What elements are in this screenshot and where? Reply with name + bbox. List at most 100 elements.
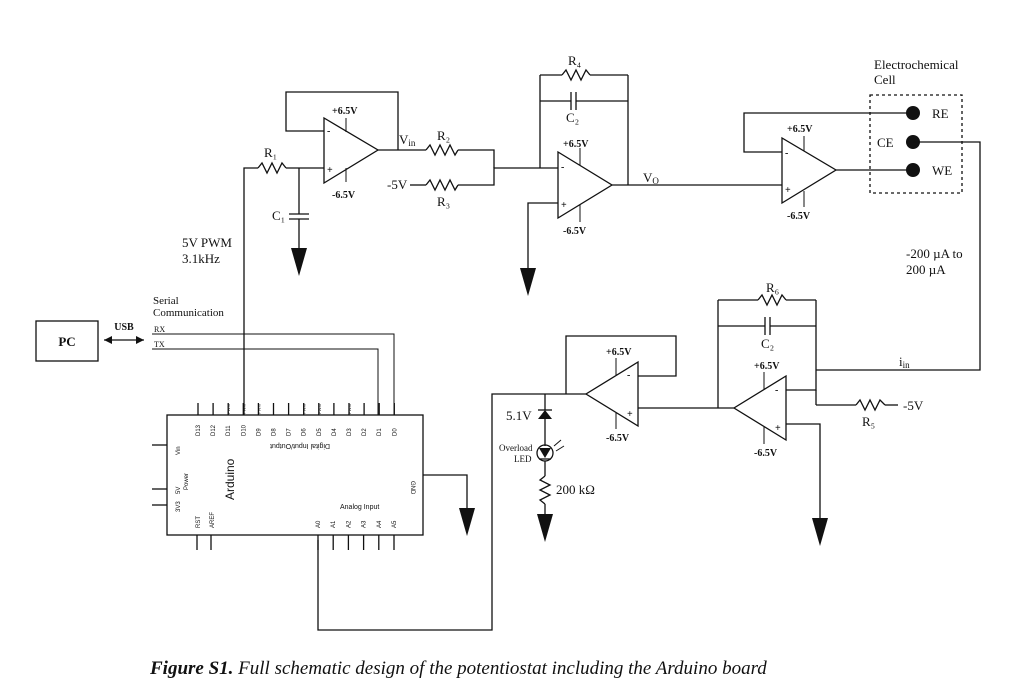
serial-line-2: Communication bbox=[153, 307, 224, 319]
r5-label: R₅ bbox=[862, 414, 875, 429]
analog-pin-label: A4 bbox=[377, 520, 383, 528]
r1-resistor: R₁ bbox=[257, 145, 287, 175]
svg-text:+: + bbox=[327, 165, 333, 176]
opamp-4: - + +6.5V -6.5V bbox=[584, 347, 639, 444]
figure-caption: Figure S1. Full schematic design of the … bbox=[149, 658, 767, 679]
iin-label: iin bbox=[899, 354, 910, 370]
cell-title-2: Cell bbox=[874, 72, 896, 87]
analog-header: Analog Input bbox=[340, 504, 379, 511]
opamp-3: - + +6.5V -6.5V bbox=[781, 124, 838, 222]
tx-wire bbox=[152, 348, 379, 415]
r2-label: R₂ bbox=[437, 128, 450, 143]
zener-label: 5.1V bbox=[506, 408, 532, 423]
svg-text:-6.5V: -6.5V bbox=[754, 448, 778, 459]
analog-pin-label: A1 bbox=[331, 520, 337, 528]
gnd-label: GND bbox=[409, 481, 415, 495]
vo-label: VO bbox=[643, 170, 659, 186]
digital-header: Digital Input/Output bbox=[270, 442, 330, 449]
c2-capacitor-bottom: C₂ bbox=[718, 317, 816, 351]
serial-line-1: Serial bbox=[153, 295, 179, 307]
arduino-name: Arduino bbox=[223, 458, 237, 500]
we-label: WE bbox=[932, 163, 952, 178]
electrochemical-cell: Electrochemical Cell RE CE WE bbox=[869, 57, 963, 194]
digital-pin-label: D12 bbox=[211, 424, 217, 436]
caption-label: Figure S1. bbox=[149, 658, 233, 679]
re-label: RE bbox=[932, 106, 949, 121]
c2-capacitor-top: C₂ bbox=[540, 92, 628, 125]
ce-label: CE bbox=[877, 135, 894, 150]
svg-text:+: + bbox=[561, 200, 567, 211]
digital-pin-label: D10 bbox=[241, 424, 247, 436]
digital-pin-label: D8 bbox=[272, 428, 278, 436]
pwm-mark: PWM bbox=[317, 404, 322, 414]
r4-label: R₄ bbox=[568, 53, 582, 68]
pwm-label-2: 3.1kHz bbox=[182, 251, 220, 266]
analog-pin-label: A2 bbox=[346, 520, 352, 528]
digital-pin-label: D13 bbox=[196, 424, 202, 436]
svg-text:-6.5V: -6.5V bbox=[787, 211, 811, 222]
led-label-1: Overload bbox=[499, 443, 533, 453]
digital-pin-label: D2 bbox=[362, 428, 368, 436]
pwm-mark: PWM bbox=[302, 404, 307, 414]
serial-label: Serial Communication bbox=[153, 295, 224, 319]
pwm-mark: PWM bbox=[347, 404, 352, 414]
arduino-board: Arduino Digital Input/Output Analog Inpu… bbox=[152, 403, 475, 550]
neg5v-label-top: -5V bbox=[387, 177, 408, 192]
digital-pin-label: D6 bbox=[302, 428, 308, 436]
r6-resistor: R₆ bbox=[718, 280, 816, 307]
digital-pin-label: D9 bbox=[256, 428, 262, 436]
rx-label: RX bbox=[154, 325, 165, 334]
c1-label: C₁ bbox=[272, 208, 285, 223]
c2-label-bottom: C₂ bbox=[761, 336, 774, 351]
usb-link: USB bbox=[104, 322, 144, 344]
pwm-mark: PWM bbox=[241, 404, 246, 414]
pwm-wire bbox=[243, 167, 258, 415]
svg-text:-: - bbox=[327, 126, 330, 137]
digital-pin-label: D11 bbox=[226, 425, 232, 436]
svg-text:-: - bbox=[785, 148, 788, 159]
analog-pin-label: A0 bbox=[316, 520, 322, 528]
r200k-resistor: 200 kΩ bbox=[538, 475, 595, 505]
c2-label-top: C₂ bbox=[566, 110, 579, 125]
r200k-label: 200 kΩ bbox=[556, 482, 595, 497]
svg-text:+6.5V: +6.5V bbox=[754, 361, 780, 372]
r3-resistor: R₃ bbox=[410, 178, 459, 209]
pwm-mark: PWM bbox=[226, 404, 231, 414]
re-electrode bbox=[906, 106, 920, 120]
svg-text:-: - bbox=[627, 370, 630, 381]
r1-label: R₁ bbox=[264, 145, 277, 160]
pc-label: PC bbox=[58, 334, 75, 349]
digital-pin-label: D5 bbox=[317, 428, 323, 436]
r3-label: R₃ bbox=[437, 194, 450, 209]
svg-text:-: - bbox=[775, 385, 778, 396]
svg-text:+6.5V: +6.5V bbox=[787, 124, 813, 135]
digital-pin-label: D3 bbox=[347, 428, 353, 436]
svg-text:3V3: 3V3 bbox=[176, 501, 182, 512]
svg-text:-6.5V: -6.5V bbox=[332, 190, 356, 201]
digital-pin-label: D0 bbox=[392, 428, 398, 436]
svg-text:AREF: AREF bbox=[210, 512, 216, 528]
opamp-5: - + +6.5V -6.5V bbox=[732, 361, 787, 459]
overload-branch: 5.1V Overload LED 200 kΩ bbox=[499, 394, 595, 542]
pwm-mark: PWM bbox=[256, 404, 261, 414]
rx-wire bbox=[152, 333, 395, 415]
r6-label: R₆ bbox=[766, 280, 779, 295]
r4-resistor: R₄ bbox=[540, 53, 628, 82]
vin-label: Vin bbox=[399, 132, 416, 148]
overload-led: Overload LED bbox=[499, 439, 565, 464]
r5-resistor: R₅ bbox=[855, 398, 898, 429]
power-group-label: Power bbox=[184, 473, 190, 490]
power-label: Vin bbox=[176, 446, 182, 455]
opamp-2: - + +6.5V -6.5V bbox=[557, 139, 614, 237]
analog-pin-label: A3 bbox=[362, 520, 368, 528]
pc-block: PC bbox=[35, 320, 99, 362]
c1-capacitor: C₁ bbox=[272, 168, 309, 276]
svg-text:+6.5V: +6.5V bbox=[606, 347, 632, 358]
digital-pin-label: D1 bbox=[377, 428, 383, 436]
svg-text:+6.5V: +6.5V bbox=[563, 139, 589, 150]
led-label-2: LED bbox=[514, 454, 532, 464]
digital-pin-label: D7 bbox=[287, 428, 293, 436]
